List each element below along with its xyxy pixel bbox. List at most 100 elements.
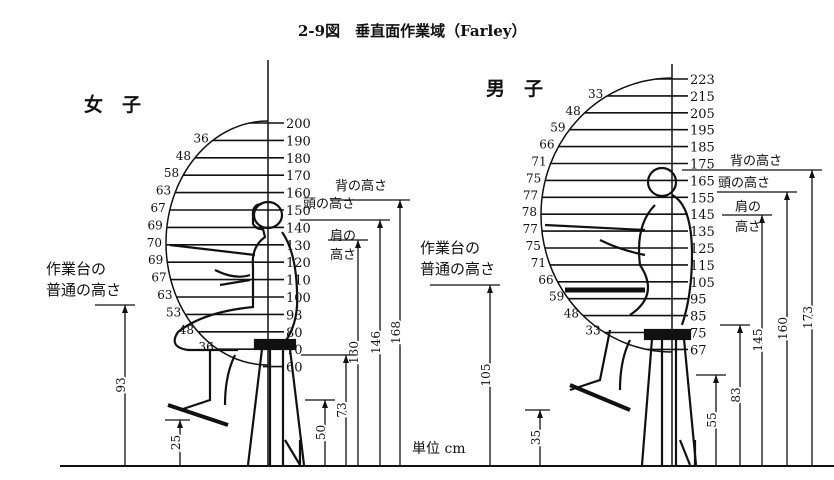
male-stature-label: 背の高さ: [730, 154, 783, 169]
male-scale-label: 67: [690, 343, 707, 358]
female-scale-label: 93: [286, 308, 303, 323]
male-shoulder-label-1: 肩の: [735, 200, 762, 215]
male-dim-table-arrow: [487, 285, 493, 293]
male-scale-label: 135: [690, 225, 715, 240]
female-scale-label: 180: [286, 152, 311, 167]
male-scale-label: 165: [690, 174, 715, 189]
male-reach-label: 48: [565, 104, 580, 118]
male-scale-label: 215: [690, 90, 715, 105]
male-dim-head-value: 160: [776, 317, 790, 340]
female-scale-label: 130: [286, 239, 311, 254]
male-dim-shoulder-arrow: [759, 215, 765, 223]
female-dim-foot-arrow: [177, 420, 183, 428]
male-scale-label: 223: [690, 73, 715, 88]
female-table-label-2: 普通の高さ: [46, 281, 122, 299]
male-dim-seat-arrow: [737, 325, 743, 333]
female-reach-label: 69: [148, 218, 163, 232]
female-scale-label: 70: [286, 343, 303, 358]
male-scale-label: 145: [690, 208, 715, 223]
male-scale-label: 125: [690, 242, 715, 257]
male-scale-label: 175: [690, 158, 715, 173]
female-scale-label: 60: [286, 361, 303, 376]
female-reach-label: 53: [166, 305, 181, 319]
female-scale-label: 140: [286, 221, 311, 236]
male-scale-label: 85: [690, 310, 707, 325]
female-dim-shoulder-value: 130: [347, 341, 361, 364]
female-dim-head-arrow: [377, 220, 383, 228]
female-reach-label: 67: [151, 201, 166, 215]
female-reach-label: 48: [176, 149, 191, 163]
female-scale-label: 100: [286, 291, 311, 306]
female-shoulder-label-2: 高さ: [330, 248, 357, 263]
female-dim-knee-arrow: [322, 400, 328, 408]
male-dim-stature-arrow: [809, 170, 815, 178]
female-reach-label: 63: [156, 184, 171, 198]
female-dim-shoulder-arrow: [355, 240, 361, 248]
male-dim-knee-arrow: [713, 375, 719, 383]
female-reach-label: 58: [164, 166, 179, 180]
female-dim-table-value: 93: [114, 377, 128, 392]
male-reach-label: 75: [526, 239, 541, 253]
male-scale-label: 155: [690, 191, 715, 206]
male-reach-label: 48: [564, 307, 579, 321]
female-reach-label: 36: [199, 340, 214, 354]
figure-title: 2-9図 垂直面作業域（Farley）: [298, 22, 527, 40]
male-dim-seat-value: 83: [729, 387, 743, 402]
male-reach-label: 33: [588, 87, 603, 101]
female-dim-stature-value: 168: [389, 321, 403, 344]
female-scale-label: 80: [286, 326, 303, 341]
male-table-label-2: 普通の高さ: [420, 260, 496, 278]
male-dim-shoulder-value: 145: [751, 329, 765, 352]
female-reach-label: 70: [147, 236, 162, 250]
male-scale-label: 195: [690, 124, 715, 139]
male-reach-label: 75: [526, 171, 541, 185]
female-head-label: 頭の高さ: [303, 197, 356, 212]
male-scale-label: 115: [690, 259, 715, 274]
female-reach-label: 36: [194, 131, 209, 145]
female-dim-knee-value: 50: [314, 425, 328, 440]
unit-label: 単位 cm: [412, 441, 466, 457]
female-dim-foot-value: 25: [169, 435, 183, 450]
female-reach-label: 48: [179, 323, 194, 337]
female-dim-seat-arrow: [343, 355, 349, 363]
male-label: 男 子: [486, 78, 544, 100]
male-shoulder-label-2: 高さ: [735, 220, 762, 235]
female-scale-label: 190: [286, 134, 311, 149]
male-reach-label: 66: [538, 273, 553, 287]
female-scale-label: 110: [286, 274, 311, 289]
female-reach-label: 69: [148, 253, 163, 267]
female-scale-label: 200: [286, 117, 311, 132]
male-reach-label: 77: [523, 188, 538, 202]
female-reach-envelope: [165, 120, 269, 366]
female-table-label-1: 作業台の: [46, 260, 107, 278]
male-reach-label: 59: [550, 121, 565, 135]
female-dim-head-value: 146: [369, 331, 383, 354]
female-dim-seat-value: 73: [335, 402, 349, 417]
male-dim-stature-value: 173: [801, 306, 815, 329]
male-dim-foot-arrow: [537, 410, 543, 418]
female-reach-label: 67: [151, 271, 166, 285]
female-scale-label: 150: [286, 204, 311, 219]
male-reach-label: 77: [523, 222, 538, 236]
male-scale-label: 185: [690, 141, 715, 156]
female-figure: [167, 200, 306, 466]
female-label: 女 子: [84, 94, 142, 116]
male-head-label: 頭の高さ: [718, 176, 771, 191]
male-dim-foot-value: 35: [529, 430, 543, 445]
female-scale-label: 120: [286, 256, 311, 271]
male-reach-label: 33: [585, 324, 600, 338]
male-reach-label: 71: [531, 155, 546, 169]
male-reach-label: 71: [531, 256, 546, 270]
male-reach-label: 78: [522, 205, 537, 219]
male-table-label-1: 作業台の: [420, 239, 481, 257]
male-scale-label: 75: [690, 327, 707, 342]
male-reach-label: 66: [539, 138, 554, 152]
male-dim-knee-value: 55: [705, 412, 719, 427]
male-dim-table-value: 105: [479, 364, 493, 387]
male-scale-label: 205: [690, 107, 715, 122]
female-scale-label: 170: [286, 169, 311, 184]
female-reach-label: 63: [157, 288, 172, 302]
male-reach-label: 59: [549, 290, 564, 304]
